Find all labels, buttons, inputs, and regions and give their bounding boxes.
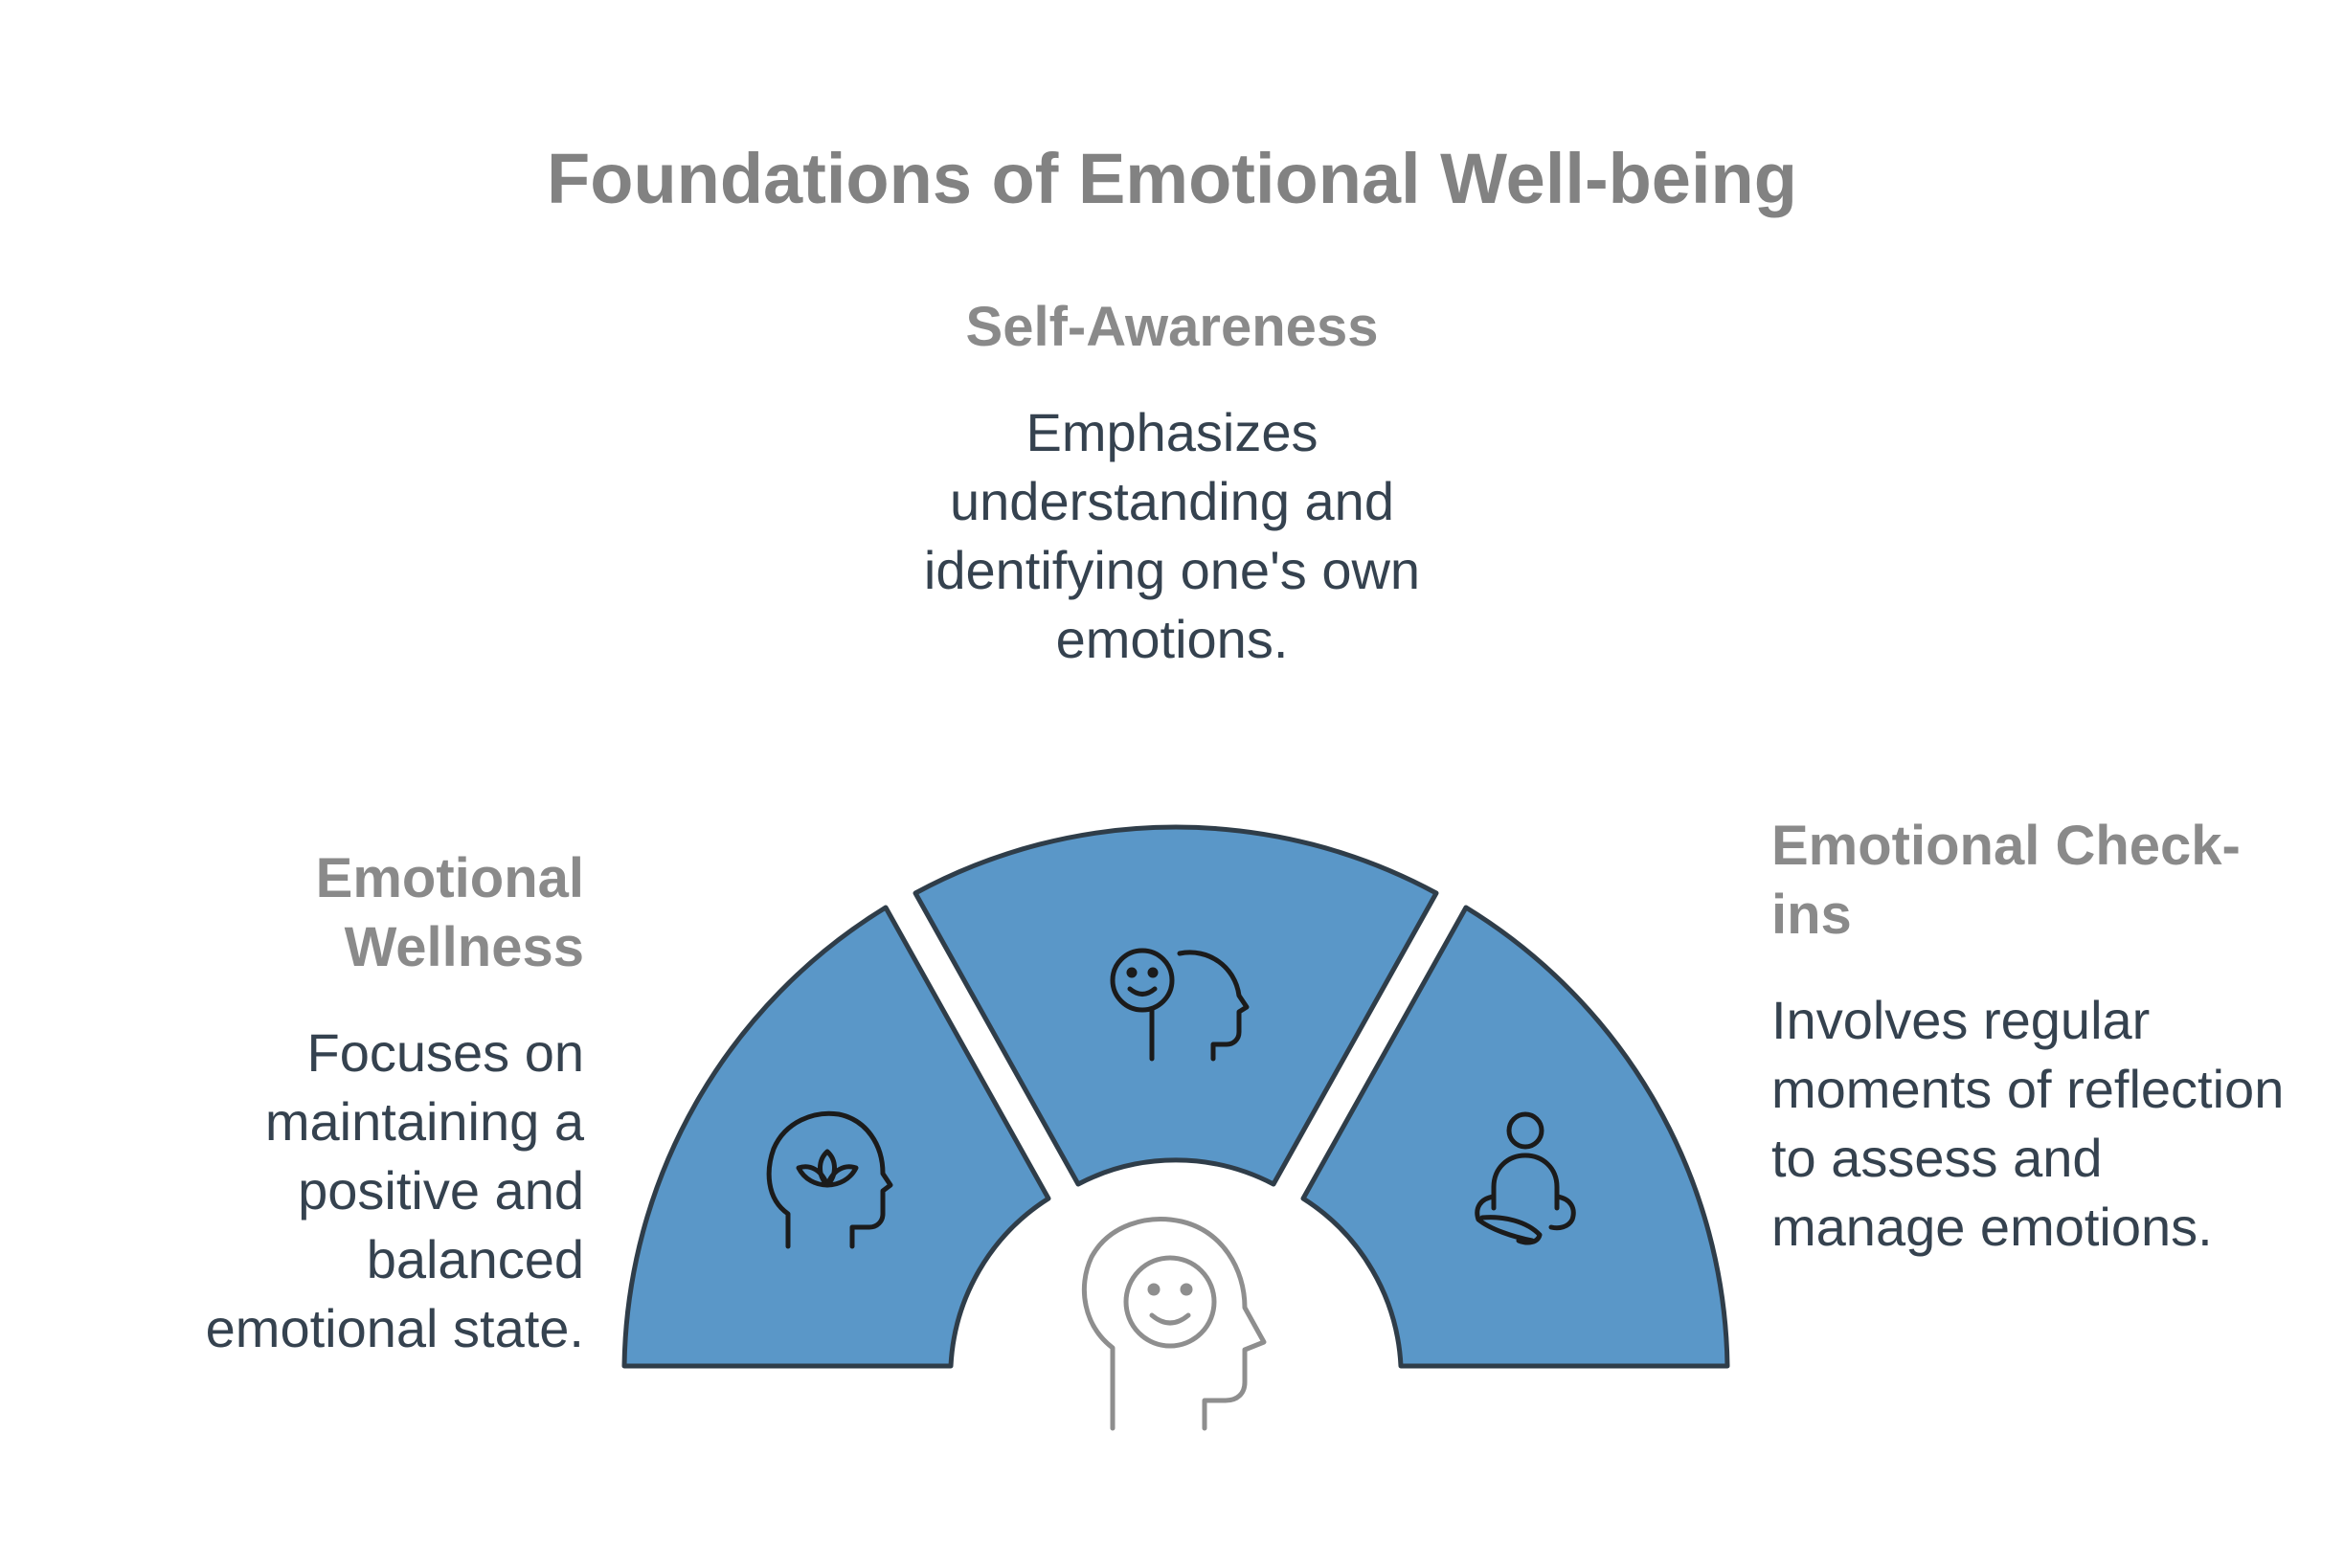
smiling-head-icon	[1081, 1217, 1267, 1431]
emotional-check-ins-description: Involves regular moments of reflection t…	[1771, 990, 2285, 1257]
self-awareness-description: Emphasizes understanding and identifying…	[923, 402, 1421, 669]
emotional-check-ins-heading: Emotional Check-ins	[1771, 815, 2241, 946]
segment-emotional-check-ins	[1300, 905, 1730, 1369]
self-reflection-icon	[1110, 948, 1250, 1062]
emotional-wellness-heading: Emotional Wellness	[315, 847, 584, 978]
emotional-wellness-description: Focuses on maintaining a positive and ba…	[205, 1022, 584, 1358]
self-awareness-heading: Self-Awareness	[965, 296, 1379, 358]
lotus-mind-icon	[766, 1110, 893, 1249]
segment-emotional-wellness	[621, 905, 1051, 1369]
meditation-icon	[1475, 1111, 1576, 1245]
page-title: Foundations of Emotional Well-being	[547, 139, 1797, 218]
segment-self-awareness	[913, 824, 1439, 1187]
